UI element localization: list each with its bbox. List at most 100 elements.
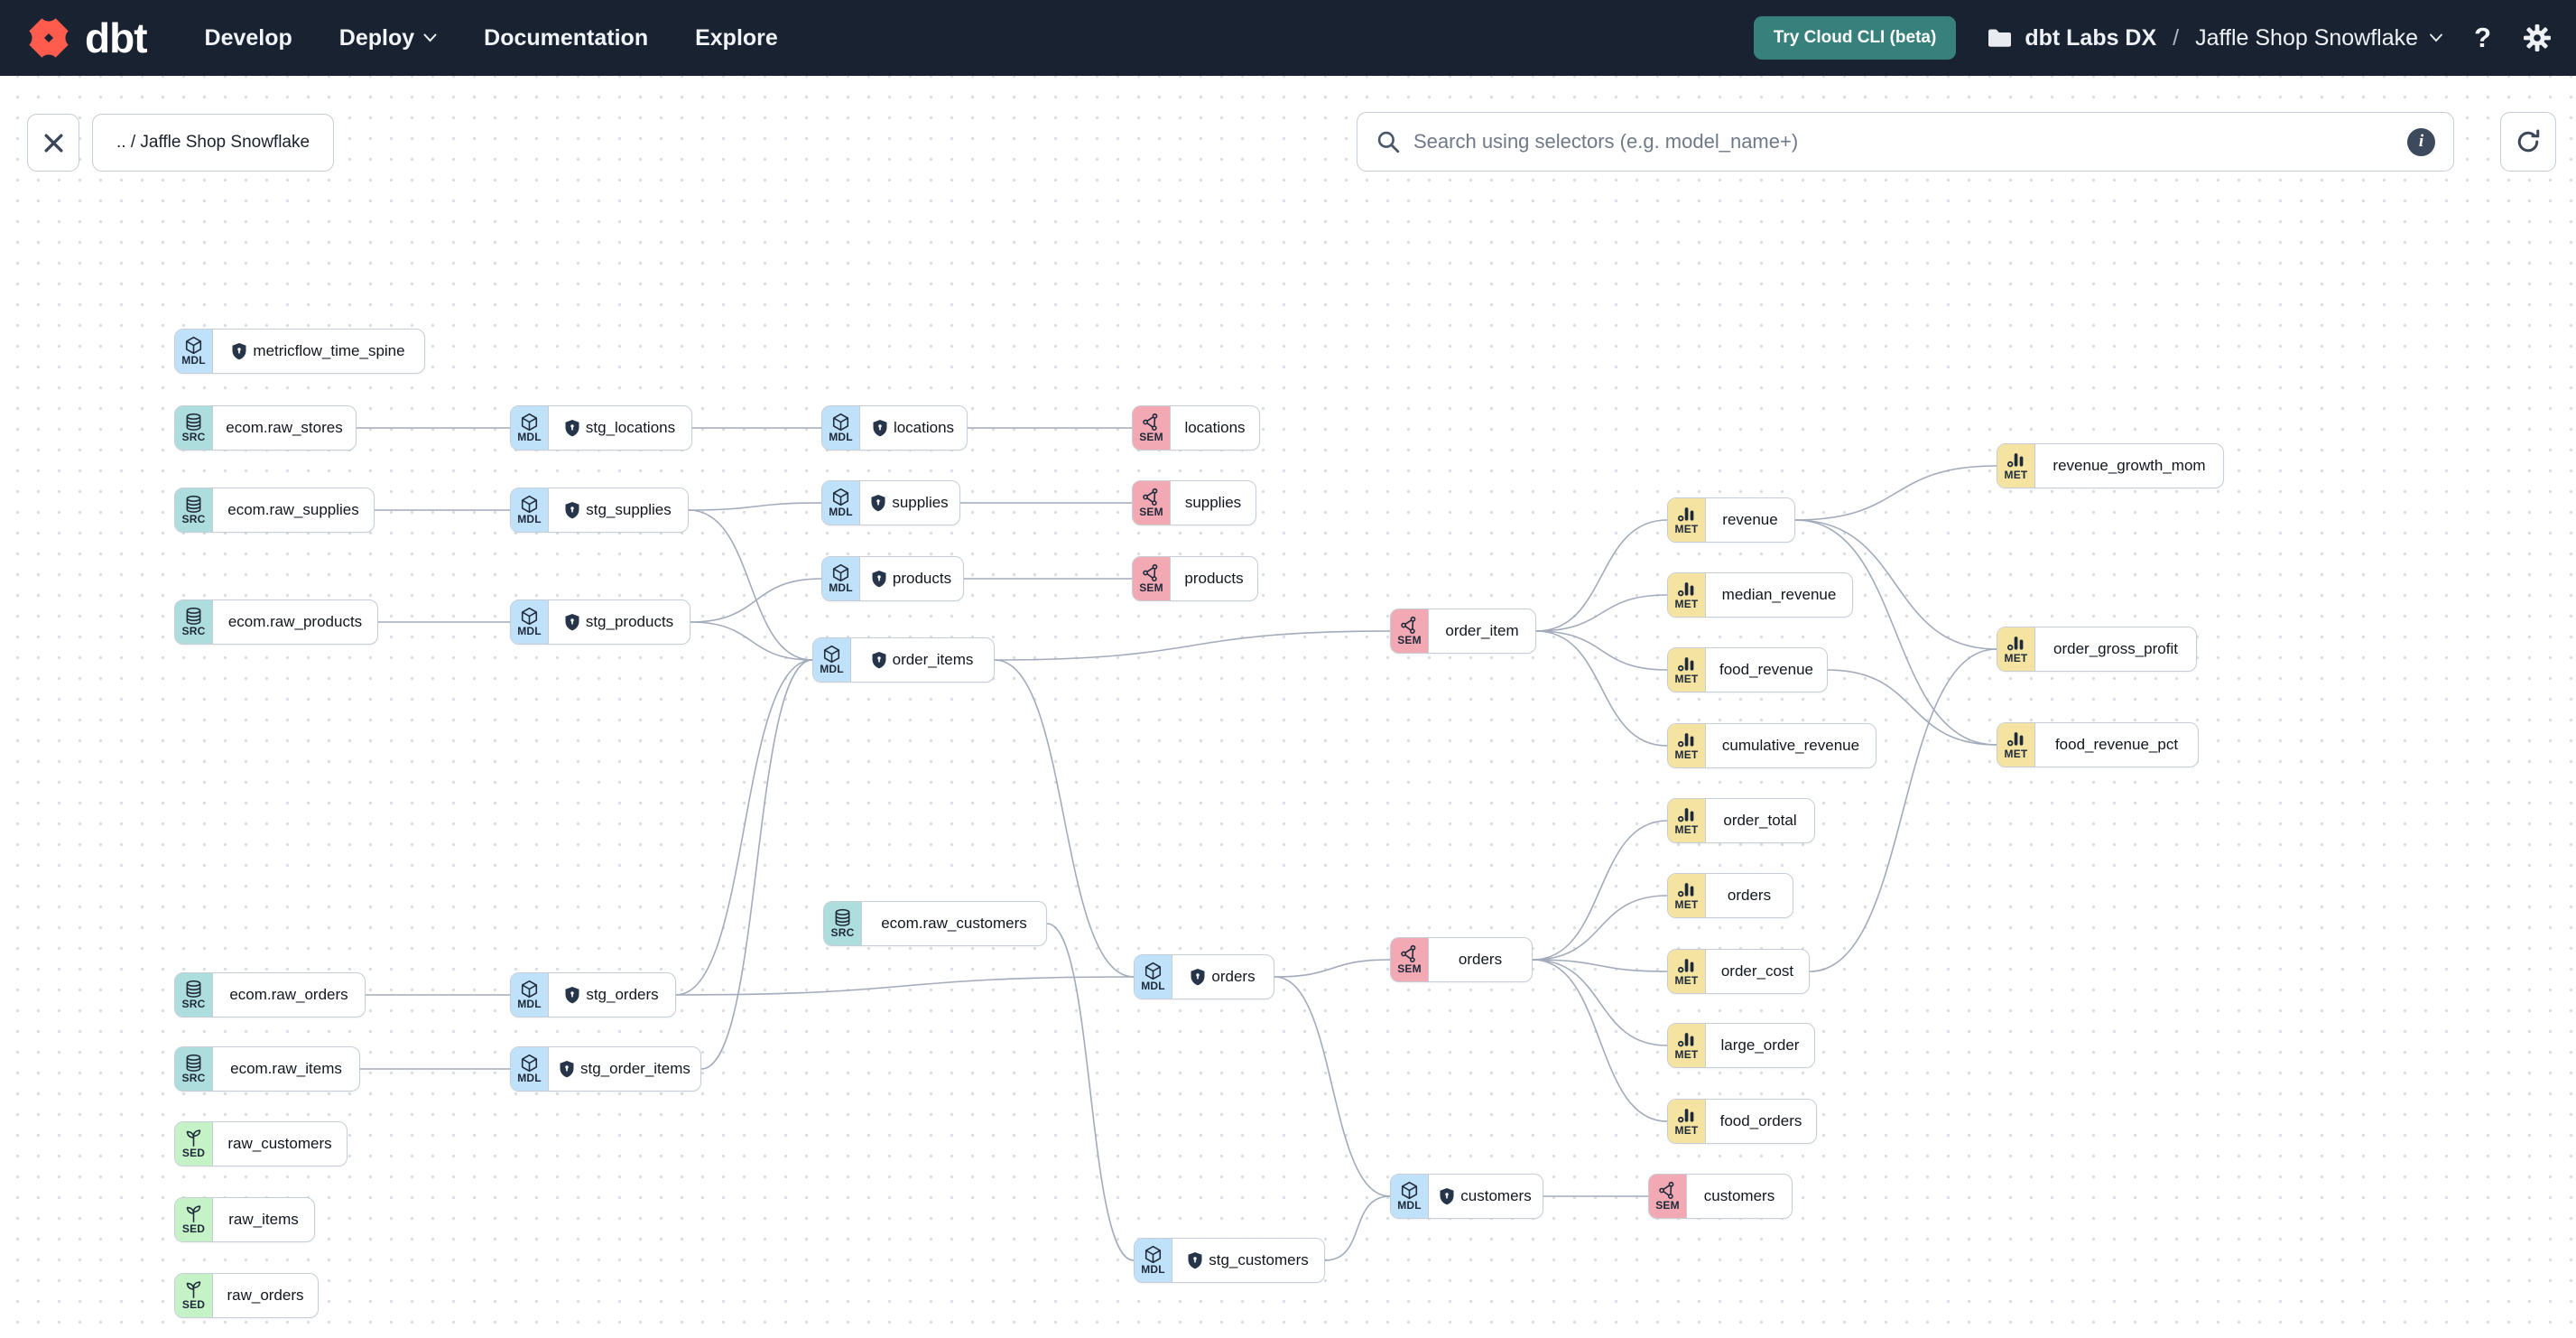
- node-label: large_order: [1720, 1036, 1800, 1054]
- lineage-breadcrumb[interactable]: .. / Jaffle Shop Snowflake: [92, 114, 335, 172]
- try-cloud-cli-button[interactable]: Try Cloud CLI (beta): [1753, 16, 1957, 60]
- node-label: customers: [1460, 1187, 1532, 1204]
- project-selector[interactable]: Jaffle Shop Snowflake: [2195, 25, 2443, 51]
- seed-sprout-icon: SED: [175, 1122, 213, 1166]
- node-label: products: [1184, 570, 1244, 587]
- node-label: stg_products: [585, 613, 674, 630]
- metric-chart-icon: MET: [1668, 498, 1706, 542]
- seed-sprout-icon: SED: [175, 1274, 213, 1317]
- account-name[interactable]: dbt Labs DX: [2025, 24, 2157, 51]
- node-type-label: MET: [1674, 822, 1699, 836]
- refresh-lineage-button[interactable]: [2500, 112, 2556, 172]
- dag-canvas-background[interactable]: [0, 76, 2576, 1338]
- nav-item-explore[interactable]: Explore: [695, 24, 778, 51]
- metric-chart-icon: MET: [1997, 627, 2035, 671]
- nav-item-deploy[interactable]: Deploy: [339, 25, 437, 51]
- shield-icon: [565, 419, 579, 436]
- node-label: stg_customers: [1209, 1251, 1309, 1268]
- semantic-model-icon: SEM: [1133, 557, 1171, 600]
- node-type-label: MDL: [517, 512, 542, 525]
- chevron-down-icon: [423, 33, 437, 42]
- shield-icon: [565, 986, 579, 1003]
- node-type-label: MET: [1674, 973, 1699, 987]
- shield-icon: [565, 613, 579, 630]
- dag-node-sed_raw_items[interactable]: SED raw_items: [174, 1197, 315, 1242]
- node-type-label: MDL: [517, 1071, 542, 1084]
- selector-search-input[interactable]: [1413, 130, 2395, 153]
- node-body: median_revenue: [1706, 573, 1852, 617]
- metric-chart-icon: MET: [1668, 799, 1706, 842]
- help-icon[interactable]: ?: [2474, 22, 2491, 53]
- node-body: order_gross_profit: [2035, 627, 2196, 671]
- model-cube-icon: MDL: [822, 481, 860, 525]
- metric-chart-icon: MET: [1997, 723, 2035, 767]
- dag-node-mdl_stg_products[interactable]: MDL stg_products: [510, 599, 690, 645]
- dag-node-sem_products[interactable]: SEM products: [1132, 556, 1258, 601]
- dag-node-sed_raw_customers[interactable]: SED raw_customers: [174, 1121, 347, 1166]
- node-body: locations: [1171, 406, 1259, 450]
- semantic-model-icon: SEM: [1649, 1175, 1687, 1218]
- model-cube-icon: MDL: [511, 488, 549, 532]
- model-cube-icon: MDL: [511, 406, 549, 450]
- node-label: revenue: [1722, 511, 1778, 528]
- node-body: raw_items: [213, 1198, 314, 1241]
- dag-node-met_large_order[interactable]: MET large_order: [1667, 1023, 1815, 1068]
- node-type-label: MDL: [829, 581, 853, 594]
- close-lineage-button[interactable]: [27, 114, 79, 172]
- nav-item-documentation[interactable]: Documentation: [484, 24, 649, 51]
- model-cube-icon: MDL: [813, 638, 851, 682]
- node-body: large_order: [1706, 1024, 1814, 1067]
- node-label: raw_customers: [227, 1135, 332, 1152]
- dag-node-met_revenue[interactable]: MET revenue: [1667, 497, 1795, 543]
- node-label: ecom.raw_items: [230, 1060, 342, 1077]
- nav-item-develop[interactable]: Develop: [204, 24, 292, 51]
- info-icon[interactable]: i: [2407, 127, 2435, 156]
- node-type-label: MET: [1674, 1047, 1699, 1061]
- dag-node-mdl_stg_customers[interactable]: MDL stg_customers: [1134, 1238, 1325, 1283]
- nav-menu: Develop Deploy Documentation Explore: [205, 25, 778, 51]
- gear-icon[interactable]: [2522, 23, 2553, 53]
- node-body: food_revenue: [1706, 648, 1827, 692]
- node-type-label: MDL: [829, 430, 853, 443]
- node-type-label: SED: [181, 1222, 206, 1235]
- node-type-label: MDL: [1141, 1262, 1165, 1276]
- model-cube-icon: MDL: [511, 600, 549, 644]
- node-label: order_item: [1445, 622, 1519, 639]
- dbt-logo[interactable]: dbt: [23, 13, 148, 63]
- node-body: ecom.raw_products: [213, 600, 377, 644]
- node-label: food_orders: [1719, 1112, 1802, 1129]
